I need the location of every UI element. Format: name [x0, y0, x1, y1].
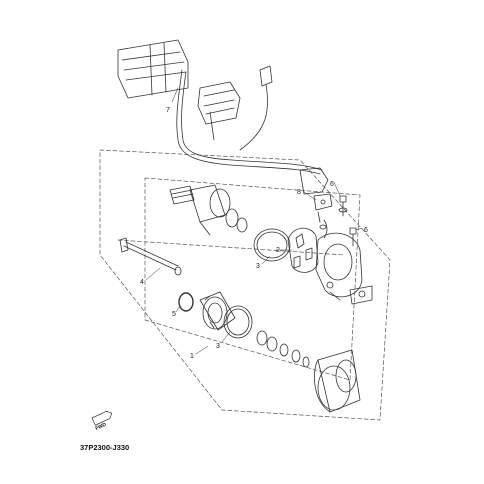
o-ring-lower [223, 305, 253, 339]
callout-3-lower: 3 [216, 343, 220, 350]
part-code: 37P2300-J330 [80, 443, 129, 452]
drive-end-housing [199, 291, 236, 331]
brush-holder [287, 227, 319, 273]
through-bolt [119, 237, 182, 276]
fwd-arrow-icon [91, 410, 113, 426]
assembly-outline [99, 149, 391, 421]
leader-lines [145, 87, 363, 355]
o-ring-small [178, 292, 194, 312]
callout-3-upper: 3 [256, 263, 260, 270]
yoke-case [314, 349, 361, 413]
callout-2: 2 [276, 247, 280, 254]
callout-5: 5 [172, 311, 176, 318]
terminal-bracket [313, 193, 333, 239]
callout-1: 1 [190, 353, 194, 360]
callout-8: 8 [297, 189, 301, 196]
callout-4: 4 [140, 279, 144, 286]
front-bracket [315, 232, 373, 305]
o-ring-upper [253, 228, 291, 262]
bolt-upper [338, 195, 348, 217]
washer-stack [256, 330, 310, 368]
bolt-lower [349, 227, 357, 247]
wire-harness [117, 39, 329, 195]
fwd-label: FWD [95, 422, 108, 432]
callout-7: 7 [166, 107, 170, 114]
callout-6-upper: 6 [330, 181, 334, 188]
armature-shaft [169, 184, 248, 236]
callout-6-lower: 6 [364, 227, 368, 234]
